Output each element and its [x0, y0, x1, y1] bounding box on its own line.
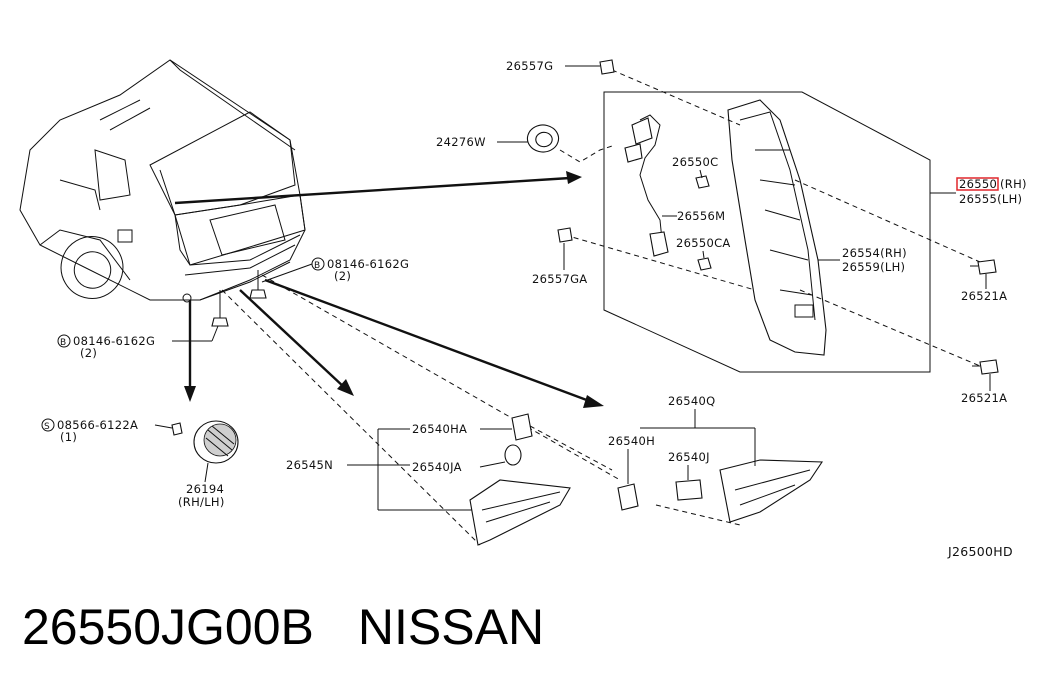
label-26556M: 26556M — [677, 209, 725, 223]
diagram-id: J26500HD — [947, 544, 1013, 559]
label-26557G: 26557G — [506, 59, 553, 73]
screw-symbol-s: S — [44, 422, 50, 432]
label-26540JA: 26540JA — [412, 460, 462, 474]
license-lamp-left — [469, 413, 613, 546]
label-screw-qty: (1) — [60, 430, 77, 444]
label-26550-rh: 26550 — [959, 177, 997, 191]
bolt-symbol-b-lower: B — [60, 338, 66, 348]
footer-caption: 26550JG00B NISSAN — [22, 598, 588, 656]
label-26559-lh: 26559(LH) — [842, 260, 905, 274]
side-reflector — [193, 420, 239, 464]
label-screw-08566: 08566-6122A — [57, 418, 138, 432]
label-24276W: 24276W — [436, 135, 486, 149]
label-26550C: 26550C — [672, 155, 718, 169]
label-26540H: 26540H — [608, 434, 655, 448]
highlight-26550 — [956, 177, 999, 191]
bolt-symbol-b: B — [314, 261, 320, 271]
label-26545N: 26545N — [286, 458, 333, 472]
bumper-bolts — [211, 270, 621, 546]
label-26550CA: 26550CA — [676, 236, 731, 250]
label-bolt-08146-lower: 08146-6162G — [73, 334, 155, 348]
label-rh: (RH) — [1000, 177, 1027, 191]
label-26194: 26194 — [186, 482, 224, 496]
label-26554-rh: 26554(RH) — [842, 246, 907, 260]
label-26521A-upper: 26521A — [961, 289, 1007, 303]
label-26555-lh: 26555(LH) — [959, 192, 1022, 206]
part-labels: 26557G 24276W 26550C 26556M 26550CA 2655… — [41, 59, 1027, 559]
label-26521A-lower: 26521A — [961, 391, 1007, 405]
label-26194-side: (RH/LH) — [178, 495, 225, 509]
label-bolt-08146-upper: 08146-6162G — [327, 257, 409, 271]
label-26540Q: 26540Q — [668, 394, 715, 408]
label-bolt-qty-upper: (2) — [334, 269, 351, 283]
label-26540J: 26540J — [668, 450, 710, 464]
part-number: 26550JG00B — [22, 599, 314, 655]
callout-arrows — [174, 171, 604, 408]
label-26540HA: 26540HA — [412, 422, 467, 436]
tail-lamp-assembly — [559, 69, 981, 373]
brand-name: NISSAN — [357, 599, 545, 655]
label-bolt-qty-lower: (2) — [80, 346, 97, 360]
vehicle-rear-illustration — [19, 59, 306, 303]
small-parts — [171, 59, 999, 436]
license-lamp-right — [617, 459, 824, 526]
label-26557GA: 26557GA — [532, 272, 587, 286]
